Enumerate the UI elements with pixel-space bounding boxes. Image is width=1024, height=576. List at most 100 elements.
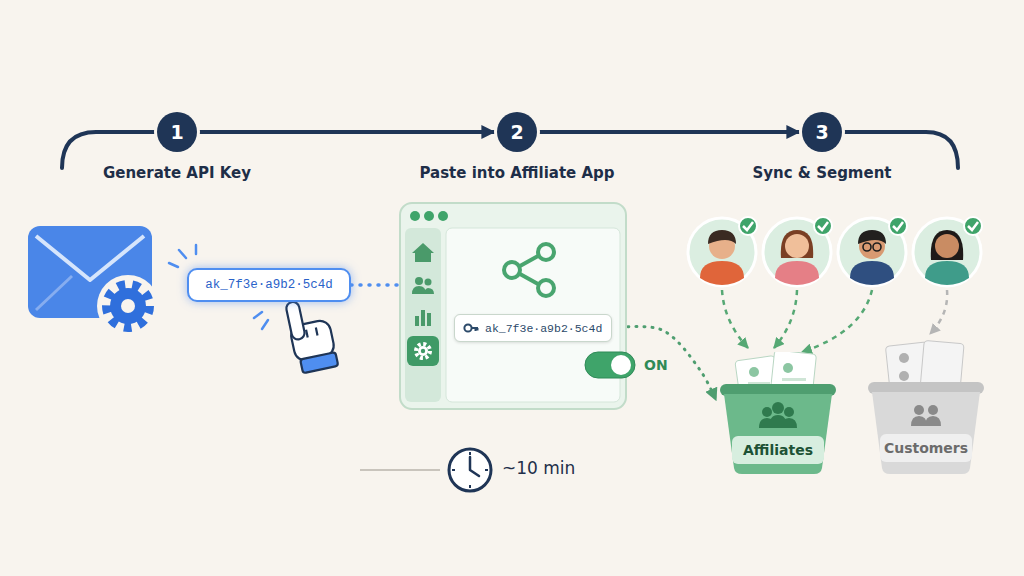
gear-icon xyxy=(97,275,159,337)
email-icon xyxy=(28,226,152,318)
avatar xyxy=(743,222,753,230)
gear-icon xyxy=(121,299,135,313)
node-label: Affiliates xyxy=(718,438,838,462)
bucket-shape xyxy=(759,415,797,428)
api-key-field: ak_7f3e·a9b2·5c4d xyxy=(454,314,612,342)
email-icon xyxy=(28,226,152,318)
toggle-track xyxy=(584,351,636,379)
sparkle-marks xyxy=(254,312,262,318)
email-icon xyxy=(36,236,144,280)
share-icon xyxy=(538,280,554,296)
email-icon xyxy=(36,276,72,310)
avatar xyxy=(739,217,757,235)
sort-arrows xyxy=(802,290,872,352)
bucket-shape xyxy=(782,378,806,381)
app-window xyxy=(405,228,441,402)
hand-cursor xyxy=(284,295,338,374)
connector xyxy=(199,130,494,134)
connector xyxy=(539,130,799,134)
share-icon xyxy=(520,256,538,284)
hand-cursor xyxy=(300,352,338,373)
avatar xyxy=(838,218,906,286)
avatar xyxy=(850,261,894,285)
duration-label: ~10 min xyxy=(502,458,575,478)
step-marker: 3Sync & Segment xyxy=(802,112,842,152)
app-window xyxy=(400,203,626,409)
app-window xyxy=(425,279,432,286)
avatar xyxy=(708,230,736,244)
app-window xyxy=(421,349,425,353)
avatar xyxy=(763,217,832,286)
app-window xyxy=(407,336,439,366)
clock-icon xyxy=(360,469,440,471)
node-label: ak_7f3e·a9b2·5c4d xyxy=(485,322,602,335)
sort-arrows xyxy=(722,290,748,348)
app-window xyxy=(427,313,431,326)
timeline-rail xyxy=(62,132,154,168)
bucket-shape xyxy=(928,405,938,415)
key-icon xyxy=(464,324,471,331)
app-window xyxy=(412,243,434,262)
sort-arrows xyxy=(930,290,947,334)
avatar xyxy=(925,261,969,285)
bucket-shape xyxy=(724,394,832,474)
avatar xyxy=(814,217,832,235)
avatar xyxy=(688,218,756,286)
avatar xyxy=(913,217,982,286)
node-label: ak_7f3e·a9b2·5c4d xyxy=(205,278,333,292)
hand-cursor xyxy=(285,301,306,341)
gear-icon xyxy=(107,285,149,327)
bucket-shape xyxy=(899,371,909,381)
bucket-shape xyxy=(914,405,924,415)
step-number: 3 xyxy=(802,112,842,152)
bucket-shape xyxy=(784,407,794,417)
app-window xyxy=(421,310,425,326)
timeline-rail xyxy=(845,132,958,168)
avatar xyxy=(688,217,757,286)
avatar xyxy=(781,230,813,258)
avatar xyxy=(913,218,981,286)
bucket-shape xyxy=(762,407,772,417)
avatar xyxy=(893,222,903,230)
step-title: Paste into Affiliate App xyxy=(419,164,614,182)
bucket-shape xyxy=(872,392,980,474)
avatar xyxy=(931,230,963,260)
api-key-chip: ak_7f3e·a9b2·5c4d xyxy=(187,268,351,302)
step-marker: 2Paste into Affiliate App xyxy=(497,112,537,152)
hand-cursor xyxy=(306,328,317,338)
step-marker: 1Generate API Key xyxy=(157,112,197,152)
avatar xyxy=(935,234,959,258)
share-icon xyxy=(504,262,520,278)
avatar xyxy=(763,218,831,286)
avatar xyxy=(968,222,978,230)
step-number: 1 xyxy=(157,112,197,152)
sparkle-marks xyxy=(262,320,268,329)
clock-icon xyxy=(449,449,491,491)
avatar xyxy=(858,230,886,244)
share-icon xyxy=(504,244,554,296)
step-number: 2 xyxy=(497,112,537,152)
bucket-shape xyxy=(772,402,784,414)
gear-icon xyxy=(97,275,159,337)
avatar xyxy=(775,261,819,285)
sparkle-marks xyxy=(195,245,198,254)
step-title: Generate API Key xyxy=(103,164,251,182)
node-label: Customers xyxy=(866,436,986,460)
sparkle-marks xyxy=(179,250,186,258)
clock-icon xyxy=(452,452,488,488)
app-window xyxy=(410,211,420,221)
app-window xyxy=(400,203,626,409)
connector xyxy=(612,326,716,400)
gear-icon xyxy=(110,288,146,324)
avatar xyxy=(964,217,982,235)
share-icon xyxy=(538,244,554,260)
avatar xyxy=(785,234,809,258)
toggle-track xyxy=(611,355,631,375)
app-window xyxy=(415,316,419,326)
app-window xyxy=(416,344,430,358)
app-window xyxy=(412,286,434,294)
toggle-track xyxy=(585,352,635,378)
clock-icon xyxy=(360,449,491,491)
